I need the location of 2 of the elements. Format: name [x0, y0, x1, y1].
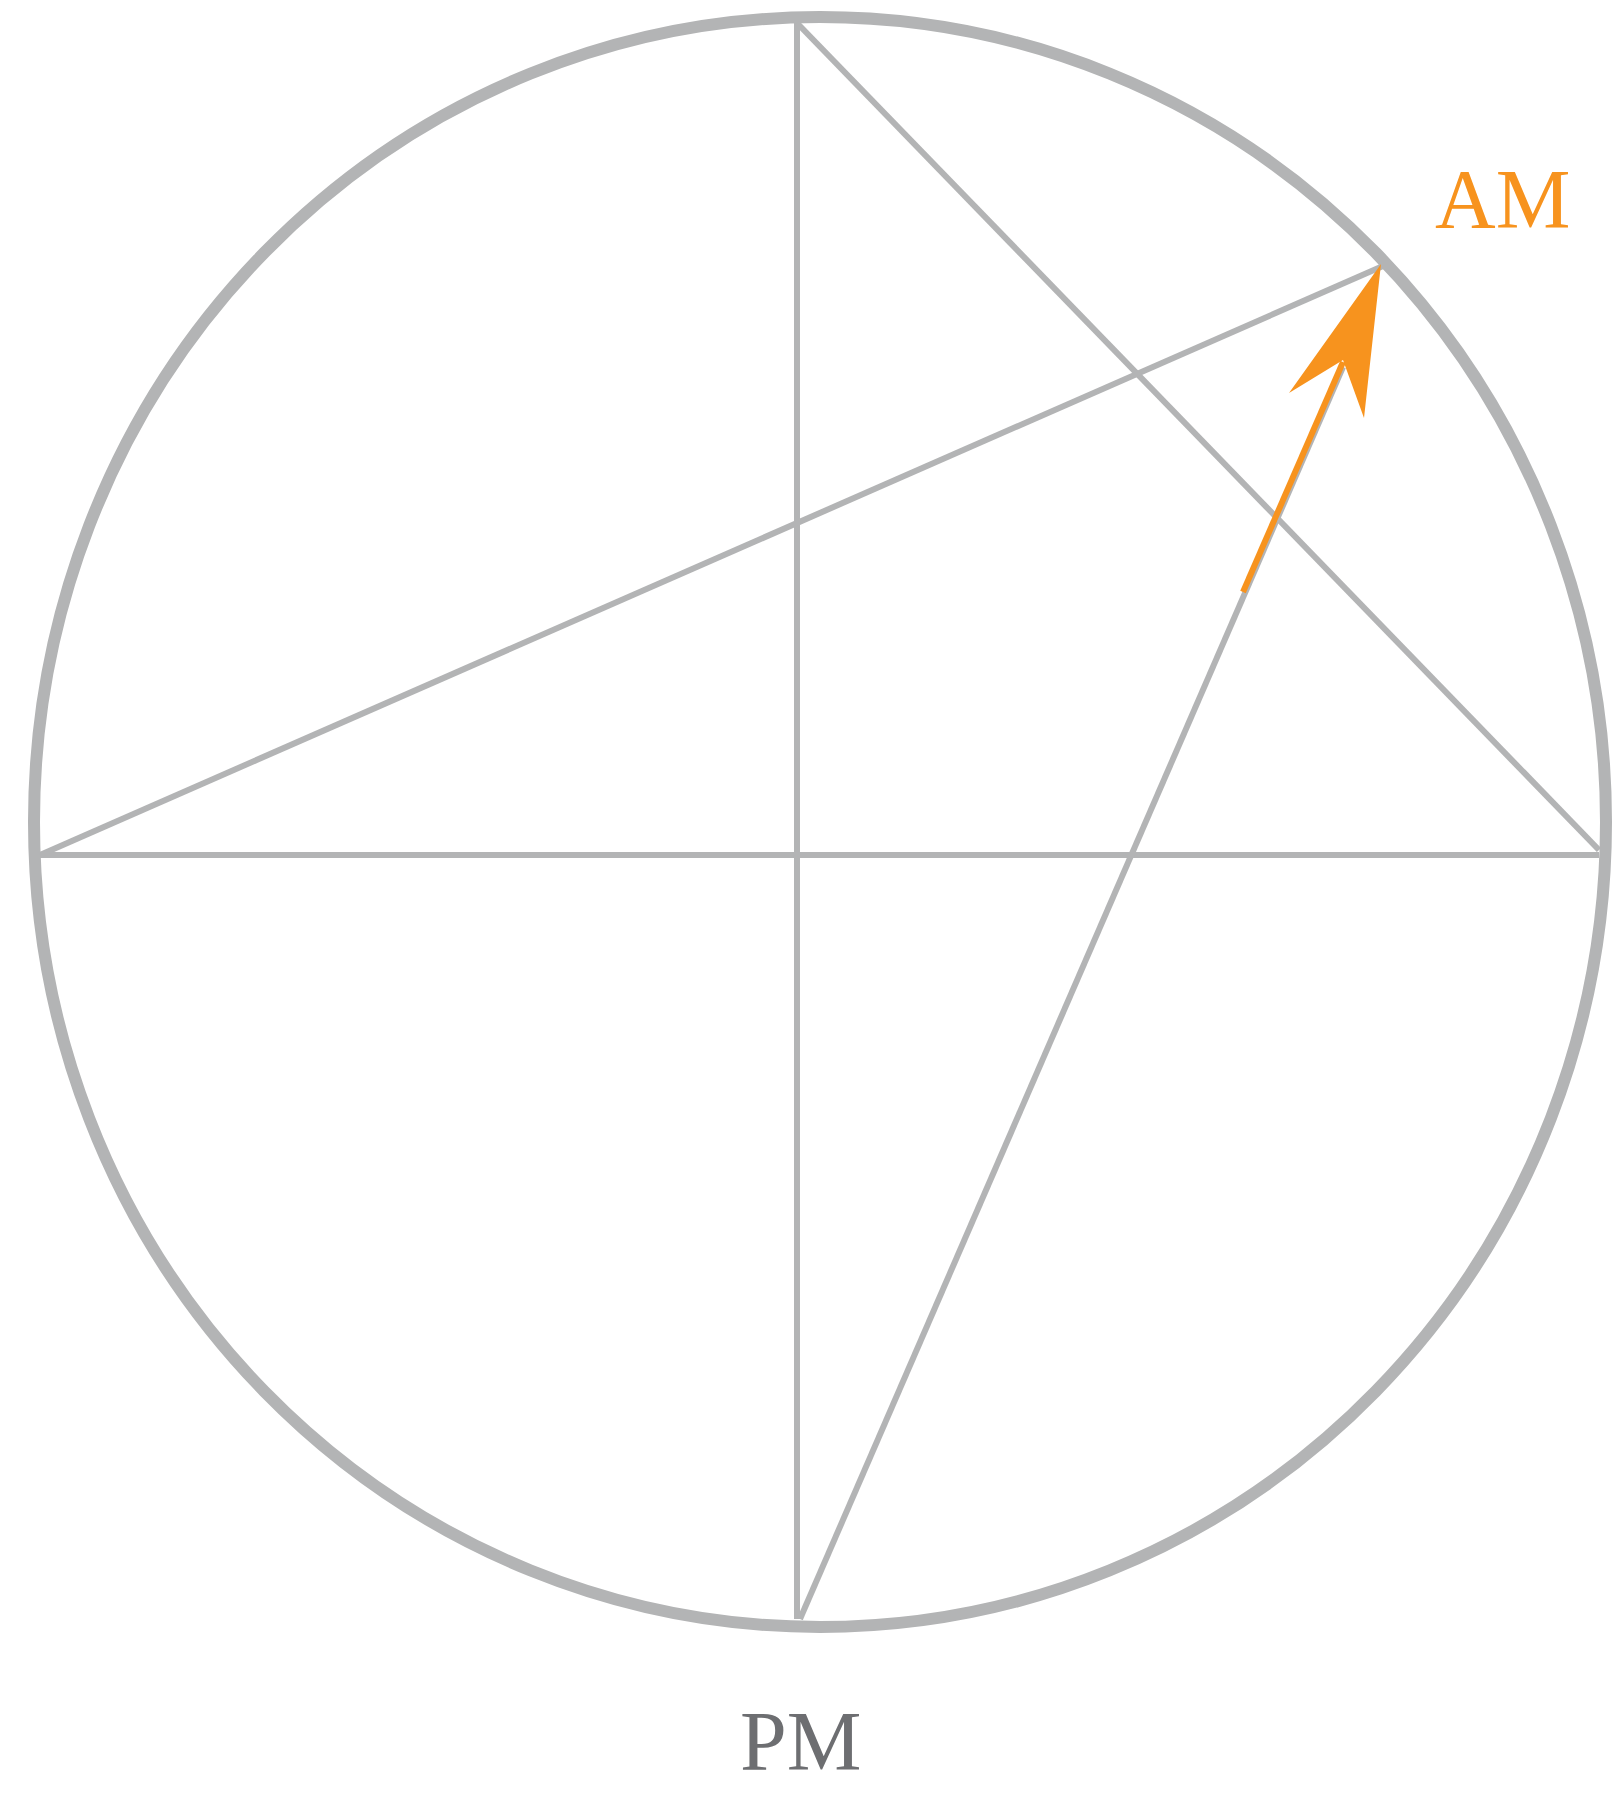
time-label: PM [740, 1700, 862, 1784]
time-label: AM [1435, 158, 1571, 242]
